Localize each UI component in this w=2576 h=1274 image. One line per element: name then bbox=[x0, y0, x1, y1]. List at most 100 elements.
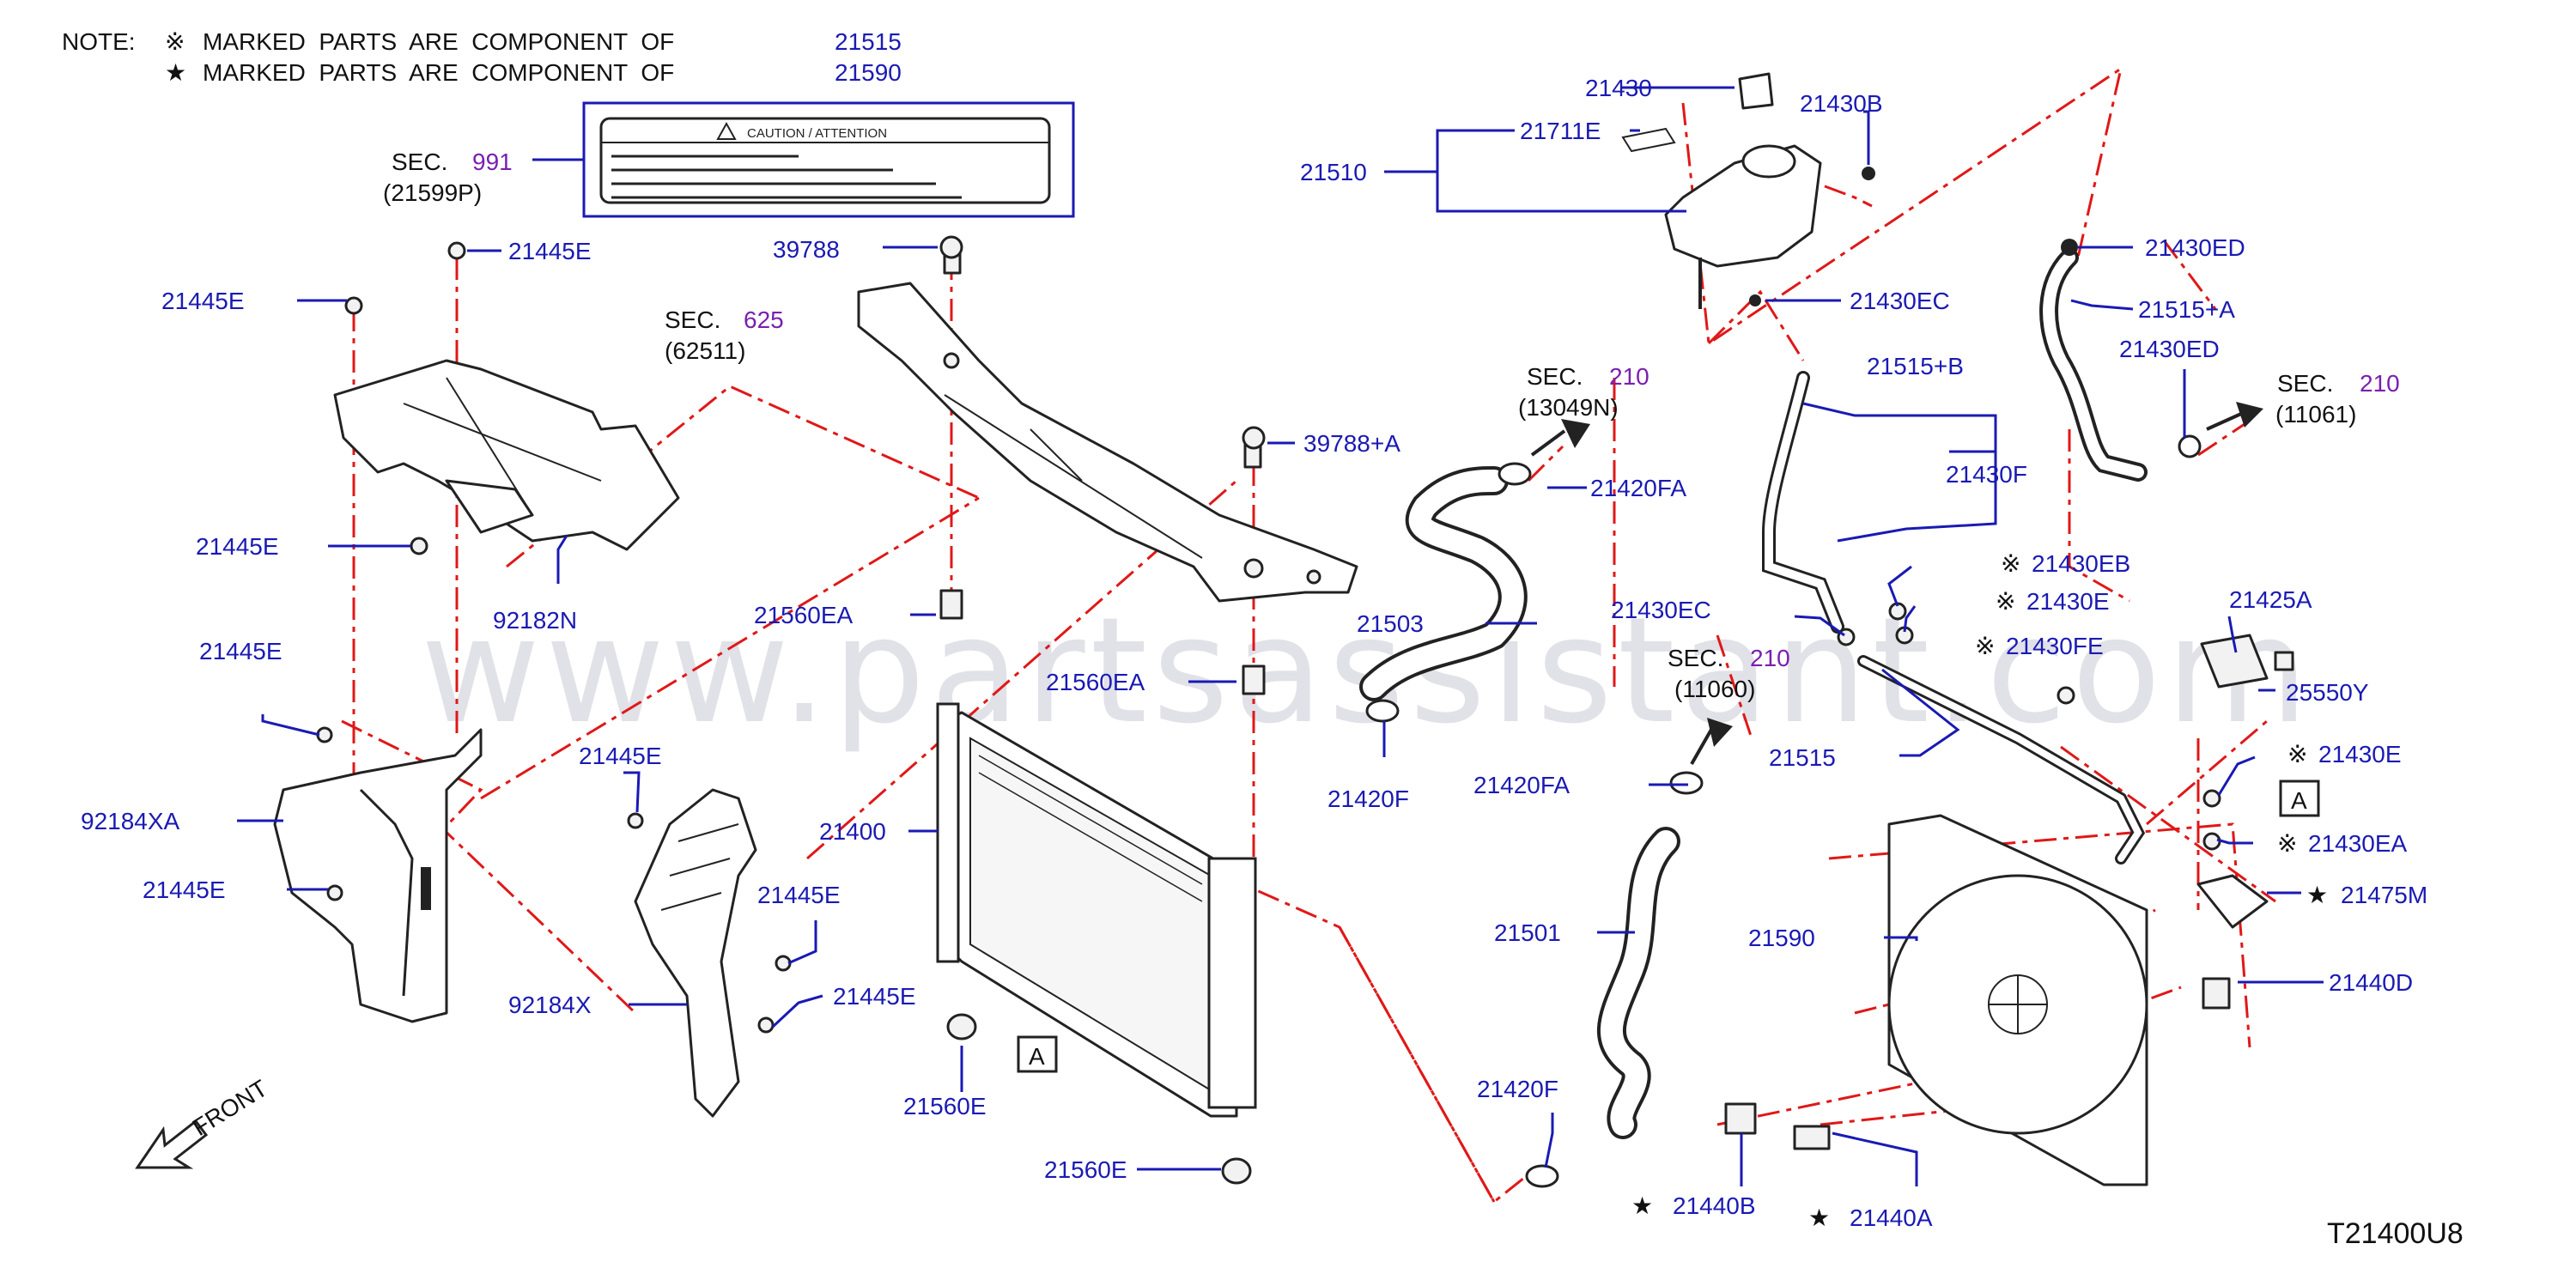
note-block: NOTE: ※ MARKED PARTS ARE COMPONENT OF 21… bbox=[62, 28, 902, 86]
arrow-icon bbox=[2236, 402, 2263, 428]
label-21501: 21501 bbox=[1494, 919, 1561, 946]
svg-text:SEC.: SEC. bbox=[1527, 363, 1583, 390]
note-symbol-star: ★ bbox=[165, 59, 186, 86]
label-21430EB: 21430EB bbox=[2032, 550, 2130, 577]
star-icon: ★ bbox=[1631, 1192, 1653, 1219]
note-row1-part: 21515 bbox=[835, 28, 902, 55]
label-21440A: 21440A bbox=[1850, 1204, 1933, 1231]
clip-icon bbox=[775, 955, 792, 972]
svg-text:(62511): (62511) bbox=[665, 337, 745, 364]
bolt-icon bbox=[1793, 1125, 1831, 1150]
label-21440D: 21440D bbox=[2329, 969, 2413, 996]
svg-text:A: A bbox=[1029, 1043, 1045, 1070]
label-21420F: 21420F bbox=[1477, 1076, 1558, 1102]
fan-shroud-21590 bbox=[1887, 814, 2148, 1186]
section-210-13049N: SEC. 210 (13049N) bbox=[1518, 363, 1649, 457]
label-21560E: 21560E bbox=[903, 1093, 987, 1119]
label-21445E: 21445E bbox=[833, 983, 916, 1010]
hose-clamp-icon bbox=[1669, 771, 1704, 795]
clip-icon bbox=[2202, 832, 2221, 851]
hose-clamp-icon bbox=[1525, 1164, 1559, 1188]
hose-clamp-icon bbox=[1365, 699, 1400, 723]
label-21430EC: 21430EC bbox=[1850, 288, 1950, 314]
clip-icon bbox=[2202, 789, 2221, 808]
phantom-lines bbox=[341, 65, 2276, 1204]
ref-mark-icon: ※ bbox=[1996, 588, 2015, 615]
note-row2-text: MARKED PARTS ARE COMPONENT OF bbox=[203, 59, 674, 86]
clip-icon bbox=[2057, 686, 2075, 705]
svg-text:991: 991 bbox=[472, 149, 513, 175]
ref-box-a-right: A bbox=[2279, 780, 2320, 817]
fan-motor-resistor-21425A bbox=[2200, 634, 2294, 689]
svg-text:SEC.: SEC. bbox=[665, 306, 720, 333]
radiator-21400 bbox=[936, 589, 1266, 1185]
bracket-21475M bbox=[2196, 874, 2269, 929]
label-21445E: 21445E bbox=[161, 288, 245, 314]
under-cover-92182N bbox=[333, 241, 680, 555]
mount-bushing-icon bbox=[939, 589, 963, 620]
label-21425A: 21425A bbox=[2229, 586, 2312, 613]
label-21430ED: 21430ED bbox=[2119, 336, 2220, 362]
reservoir-cap bbox=[1738, 72, 1774, 110]
overflow-hose-21515B bbox=[1762, 371, 1844, 634]
label-39788: 39788 bbox=[773, 236, 840, 263]
label-21445E: 21445E bbox=[757, 882, 841, 908]
label-21430E: 21430E bbox=[2026, 588, 2110, 615]
radiator-core-support bbox=[857, 235, 1358, 603]
clip-icon bbox=[627, 812, 644, 829]
label-21445E: 21445E bbox=[579, 743, 662, 769]
screw-icon bbox=[2274, 651, 2294, 671]
warning-triangle-icon bbox=[716, 121, 737, 140]
ref-mark-icon: ※ bbox=[2277, 830, 2297, 857]
label-21430ED: 21430ED bbox=[2145, 234, 2245, 261]
upper-hose-21503 bbox=[1359, 462, 1532, 723]
svg-text:210: 210 bbox=[2360, 370, 2400, 397]
mount-bushing-icon bbox=[946, 1013, 977, 1040]
label-21515A: 21515+A bbox=[2138, 296, 2235, 323]
note-symbol-ref: ※ bbox=[165, 28, 185, 55]
svg-text:210: 210 bbox=[1750, 645, 1790, 671]
label-21515: 21515 bbox=[1769, 744, 1836, 771]
label-21420FA: 21420FA bbox=[1590, 475, 1686, 501]
clip-icon bbox=[757, 1016, 775, 1034]
section-210-11061: SEC. 210 (11061) bbox=[2206, 370, 2400, 431]
label-92184X: 92184X bbox=[508, 992, 592, 1018]
clip-icon bbox=[344, 296, 363, 315]
star-icon: ★ bbox=[2306, 882, 2328, 908]
svg-text:(21599P): (21599P) bbox=[383, 179, 482, 206]
label-21510: 21510 bbox=[1300, 159, 1367, 185]
star-icon: ★ bbox=[1808, 1204, 1830, 1231]
svg-text:SEC.: SEC. bbox=[392, 149, 447, 175]
lower-hose-21501 bbox=[1525, 771, 1704, 1188]
label-21590: 21590 bbox=[1748, 925, 1815, 951]
hose-clamp-icon bbox=[1498, 462, 1532, 486]
clip-icon bbox=[316, 726, 333, 743]
section-625: SEC. 625 (62511) bbox=[665, 306, 784, 364]
reservoir-tank-21510 bbox=[1621, 72, 1875, 309]
svg-text:(11061): (11061) bbox=[2275, 401, 2356, 428]
label-21445E: 21445E bbox=[196, 533, 279, 560]
label-21711E: 21711E bbox=[1520, 118, 1601, 144]
label-21445E: 21445E bbox=[199, 638, 283, 664]
svg-text:(11060): (11060) bbox=[1674, 676, 1755, 702]
clip-icon bbox=[410, 537, 428, 555]
front-indicator: FRONT bbox=[135, 1075, 272, 1169]
label-21515B: 21515+B bbox=[1867, 353, 1964, 379]
air-guide-92184X bbox=[627, 788, 792, 1118]
fasteners-right bbox=[1724, 602, 2269, 1150]
label-21560EA: 21560EA bbox=[754, 602, 854, 628]
label-21430EC: 21430EC bbox=[1611, 597, 1711, 623]
leader-lines bbox=[237, 86, 2324, 1186]
ref-mark-icon: ※ bbox=[1975, 633, 1995, 659]
pipe-21515 bbox=[1857, 655, 2146, 864]
mount-bushing-icon bbox=[1242, 664, 1266, 695]
note-row1-text: MARKED PARTS ARE COMPONENT OF bbox=[203, 28, 674, 55]
nut-icon bbox=[1724, 1102, 1757, 1135]
svg-text:210: 210 bbox=[1609, 363, 1649, 390]
svg-text:(13049N): (13049N) bbox=[1518, 394, 1619, 421]
label-21430B: 21430B bbox=[1800, 90, 1883, 117]
arrow-icon bbox=[1561, 419, 1590, 448]
label-21560E: 21560E bbox=[1044, 1156, 1127, 1183]
svg-text:SEC.: SEC. bbox=[1668, 645, 1723, 671]
